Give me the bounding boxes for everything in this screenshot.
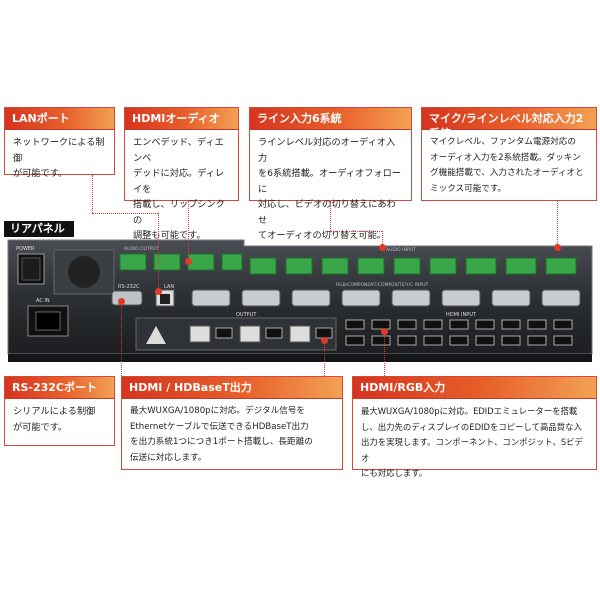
callout-hdmi-rgb: HDMI/RGB入力 最大WUXGA/1080pに対応。EDIDエミュレーターを… xyxy=(352,376,597,478)
callout-line: が可能です。 xyxy=(13,168,68,179)
callout-title: マイク/ラインレベル対応入力2系統 xyxy=(422,108,596,140)
callout-line: グ機能搭載で、入力されたオーディオと xyxy=(430,168,584,178)
callout-line: を6系統搭載。オーディオフォローに xyxy=(258,168,402,195)
callout-body: シリアルによる制御 が可能です。 xyxy=(5,399,114,440)
callout-body: 最大WUXGA/1080pに対応。デジタル信号を Ethernetケーブルで伝送… xyxy=(122,399,342,471)
callout-hdmi-hdbaset: HDMI / HDBaseT出力 最大WUXGA/1080pに対応。デジタル信号… xyxy=(121,376,343,470)
callout-line: し、出力先のディスプレイのEDIDをコピーして高品質な入 xyxy=(361,421,582,432)
callout-body: ネットワークによる制御 が可能です。 xyxy=(5,130,114,187)
rgb-input-label: RGB/COMPONENT/COMPOSITE/Y/C INPUT xyxy=(336,282,429,288)
output-label: OUTPUT xyxy=(236,312,257,318)
callout-body: ラインレベル対応のオーディオ入力 を6系統搭載。オーディオフォローに 対応し、ビ… xyxy=(250,130,411,249)
callout-line: オーディオ入力を2系統搭載。ダッキン xyxy=(430,152,581,163)
power-label: POWER xyxy=(16,246,35,252)
callout-line: ミックス可能です。 xyxy=(430,183,507,194)
callout-line: 対応し、ビデオの切り替えにあわせ xyxy=(258,199,396,226)
callout-line: が可能です。 xyxy=(13,421,68,433)
rs232c-label: RS-232C xyxy=(118,284,140,290)
callout-line: 搭載し、リップシンクの xyxy=(133,199,225,226)
callout-line: ネットワークによる制御 xyxy=(13,137,105,164)
callout-body: エンベデッド、ディエンベ デッドに対応。ディレイを 搭載し、リップシンクの 調整… xyxy=(125,130,238,249)
callout-line: てオーディオの切り替え可能。 xyxy=(258,230,386,241)
callout-line: 最大WUXGA/1080pに対応。EDIDエミュレーターを搭載 xyxy=(361,406,578,416)
device-rear-panel: POWER AUDIO OUTPUT AUDIO INPUT RS-232C L… xyxy=(7,239,593,362)
callout-line: ラインレベル対応のオーディオ入力 xyxy=(258,137,396,164)
audio-input-label: AUDIO INPUT xyxy=(386,247,416,253)
lan-label: LAN xyxy=(164,284,174,290)
callout-line: マイクレベル、ファンタム電源対応の xyxy=(430,137,576,147)
callout-title: HDMI/RGB入力 xyxy=(353,377,596,399)
callout-title: ライン入力6系統 xyxy=(250,108,411,130)
callout-title: HDMI / HDBaseT出力 xyxy=(122,377,342,399)
callout-line: を出力系統1つにつき1ポート搭載し、長距離の xyxy=(130,437,313,447)
callout-line-input: ライン入力6系統 ラインレベル対応のオーディオ入力 を6系統搭載。オーディオフォ… xyxy=(249,107,412,241)
callout-lan: LANポート ネットワークによる制御 が可能です。 xyxy=(4,107,115,179)
hdmi-input-label: HDMI INPUT xyxy=(446,312,477,318)
callout-line: Ethernetケーブルで伝送できるHDBaseT出力 xyxy=(130,421,309,432)
callout-rs232c: RS-232Cポート シリアルによる制御 が可能です。 xyxy=(4,376,115,446)
callout-line: 伝送に対応します。 xyxy=(130,452,207,463)
callout-title: HDMIオーディオ xyxy=(125,108,238,130)
callout-mic-line: マイク/ラインレベル対応入力2系統 マイクレベル、ファンタム電源対応の オーディ… xyxy=(421,107,597,201)
callout-line: エンベデッド、ディエンベ xyxy=(133,137,224,164)
callout-line: シリアルによる制御 xyxy=(13,406,96,417)
hdmi-inputs xyxy=(345,319,573,346)
rear-panel-label: リアパネル xyxy=(4,221,74,237)
audio-input-terminals xyxy=(249,257,577,275)
audio-output-label: AUDIO OUTPUT xyxy=(124,246,159,252)
callout-line: 出力を実現します。コンポーネント、コンポジット、Sビデオ xyxy=(361,437,583,463)
vga-inputs xyxy=(191,289,581,307)
callout-title: RS-232Cポート xyxy=(5,377,114,399)
callout-body: マイクレベル、ファンタム電源対応の オーディオ入力を2系統搭載。ダッキン グ機能… xyxy=(422,130,596,202)
callout-line: 最大WUXGA/1080pに対応。デジタル信号を xyxy=(130,406,305,416)
callout-hdmi-audio: HDMIオーディオ エンベデッド、ディエンベ デッドに対応。ディレイを 搭載し、… xyxy=(124,107,239,241)
callout-line: デッドに対応。ディレイを xyxy=(133,168,225,195)
callout-line: にも対応します。 xyxy=(361,468,428,478)
hdbt-outputs xyxy=(189,325,333,343)
callout-body: 最大WUXGA/1080pに対応。EDIDエミュレーターを搭載 し、出力先のディ… xyxy=(353,399,596,487)
callout-line: 調整も可能です。 xyxy=(133,230,206,241)
ac-in-label: AC IN xyxy=(36,298,50,304)
audio-output-terminals xyxy=(119,253,243,271)
callout-title: LANポート xyxy=(5,108,114,130)
